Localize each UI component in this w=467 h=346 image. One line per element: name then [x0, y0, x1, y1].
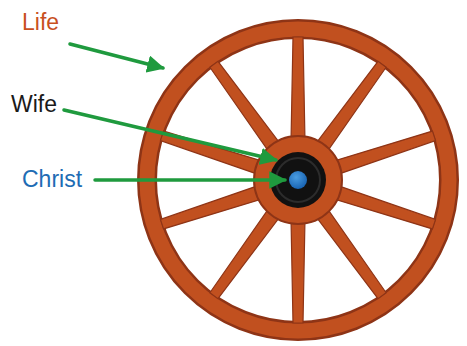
part-label: Wife — [11, 90, 57, 118]
leader-arrow — [70, 44, 163, 68]
leader-arrow — [95, 178, 285, 182]
part-label: Christ — [22, 165, 82, 193]
part-label: Life — [22, 8, 59, 36]
leader-arrow — [64, 110, 276, 160]
center-dot — [289, 171, 307, 189]
